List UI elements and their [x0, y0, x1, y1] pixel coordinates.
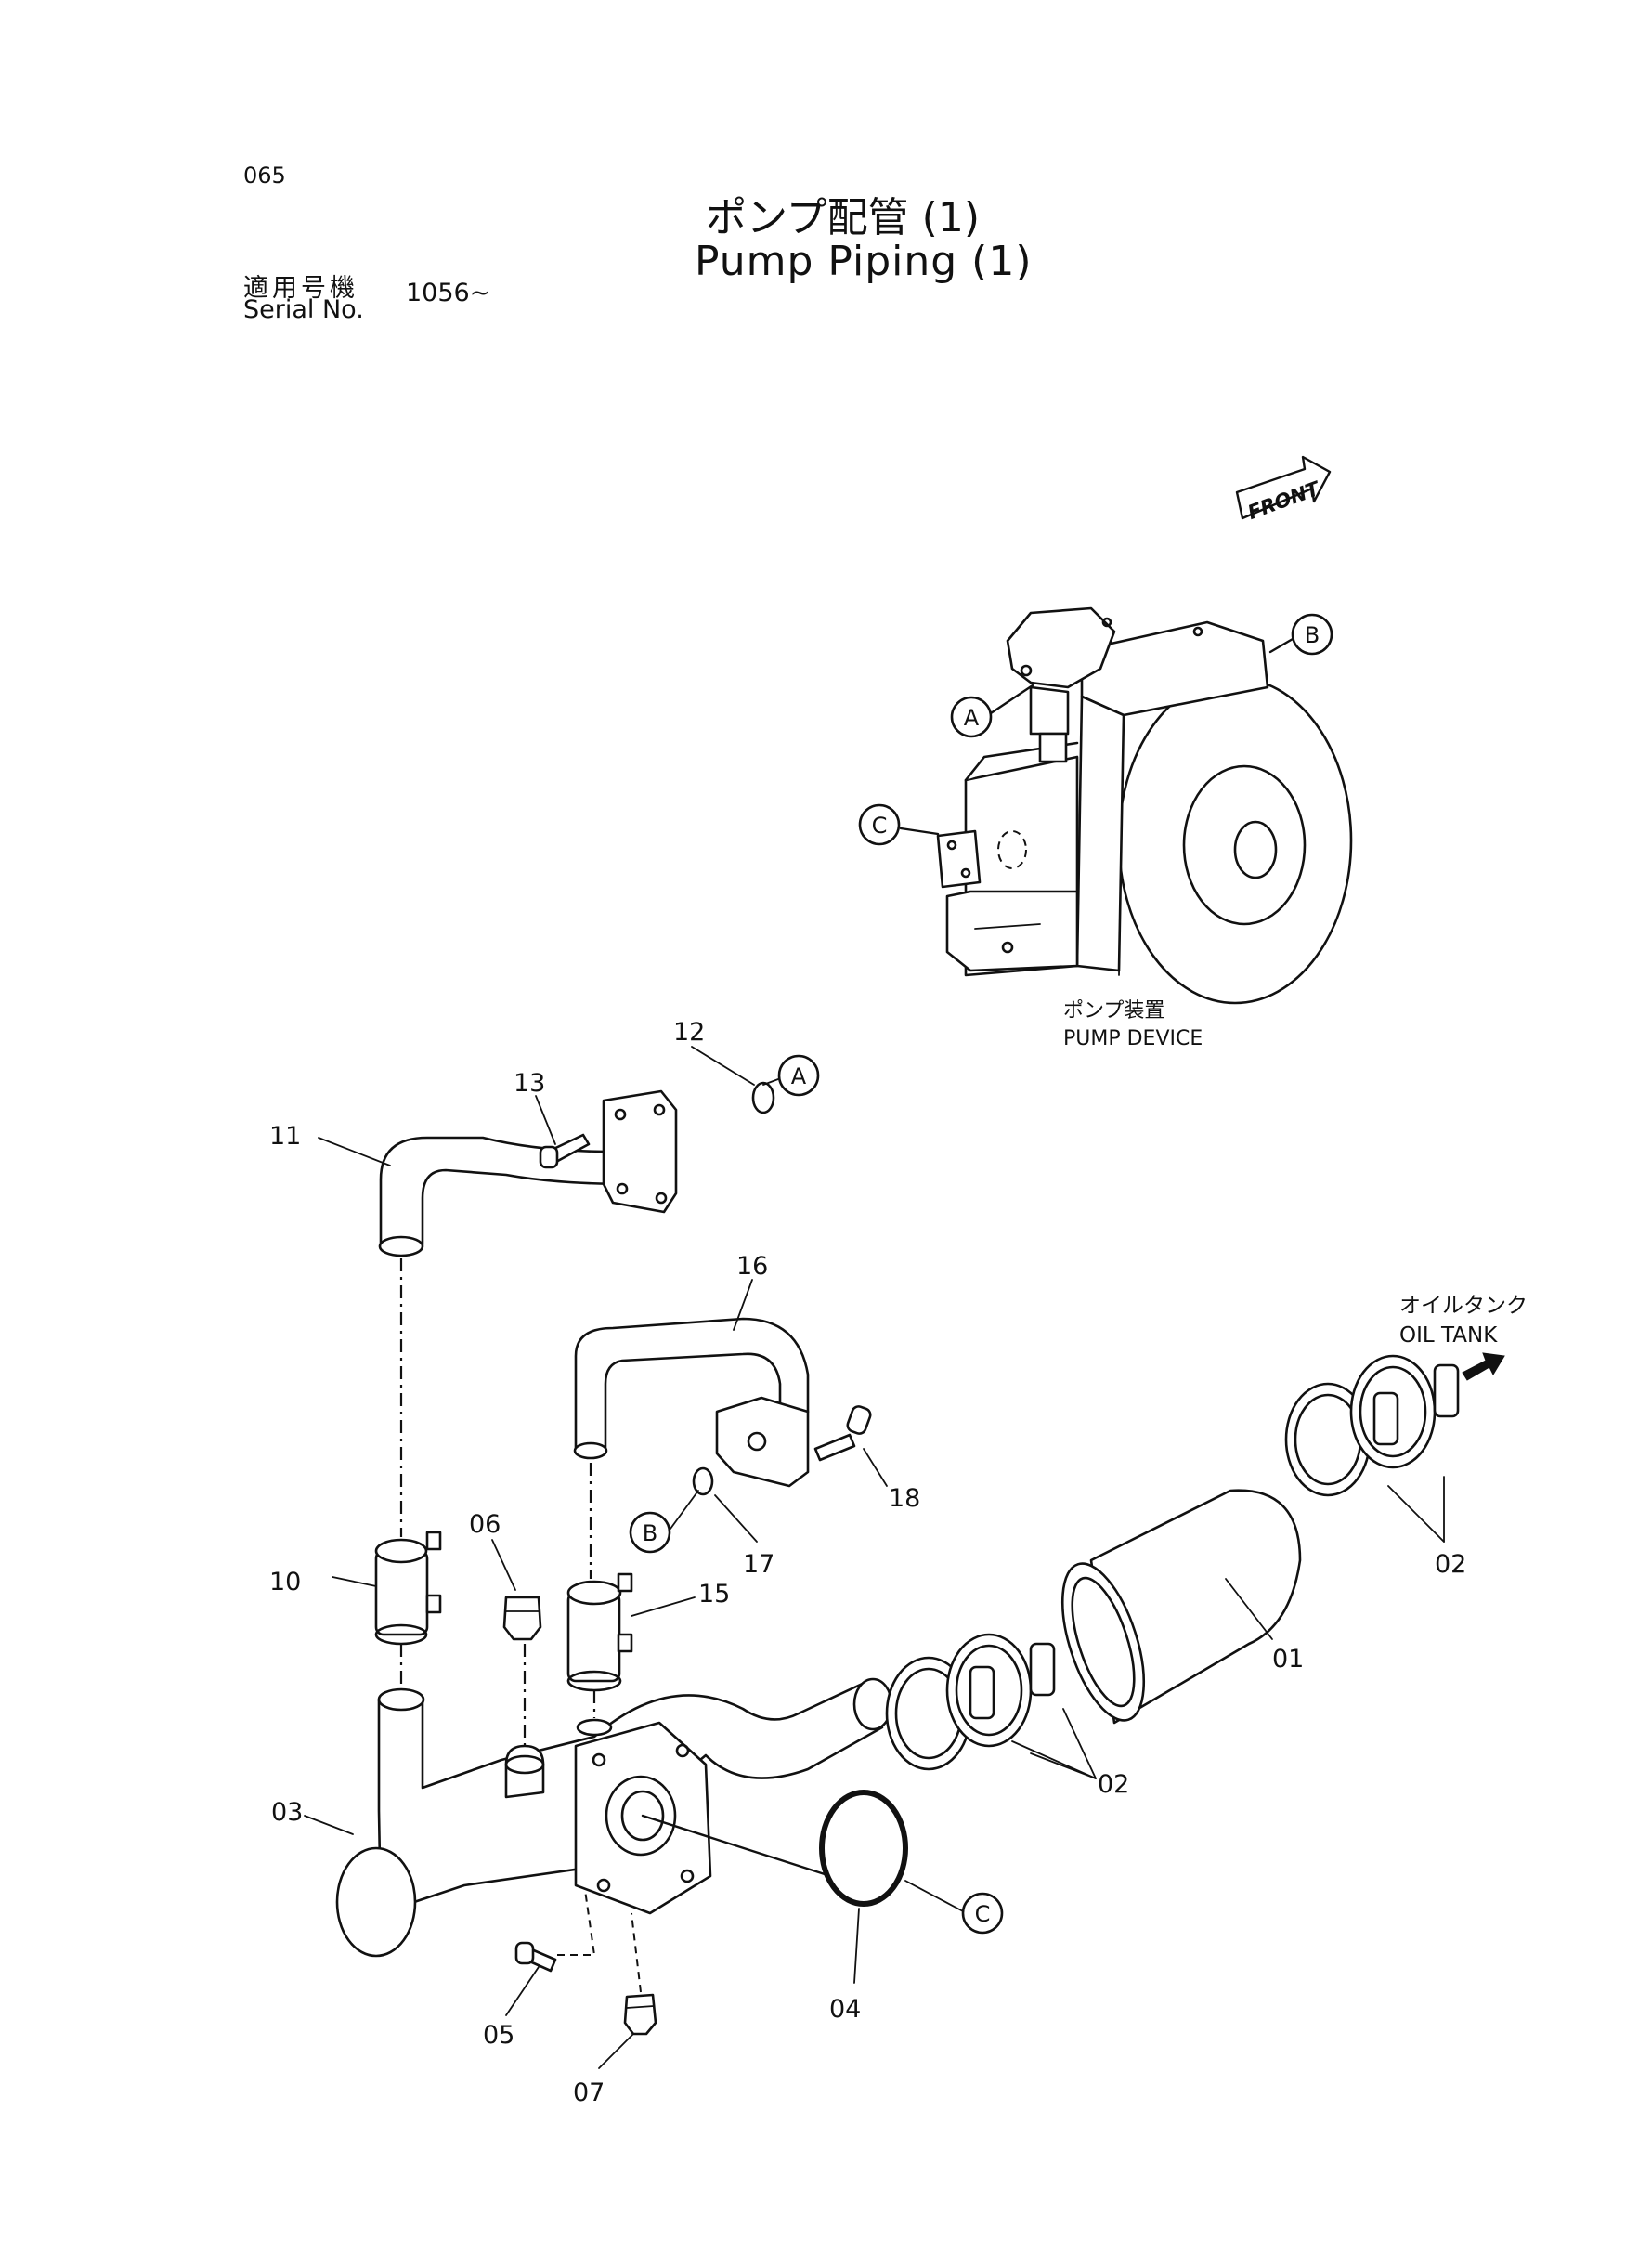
- part-07-plug: [623, 1993, 657, 2036]
- oil-tank-label-ja: オイルタンク: [1399, 1294, 1528, 1318]
- oil-tank-arrow-icon: [1462, 1352, 1505, 1381]
- part-01-hose: [1060, 1489, 1302, 1725]
- ref-a-pump: A: [950, 696, 993, 738]
- part-number-03: 03: [271, 1798, 303, 1827]
- part-number-01: 01: [1272, 1645, 1304, 1674]
- ref-b-pump: B: [1291, 613, 1333, 656]
- part-10-hose: [374, 1531, 442, 1646]
- part-number-11: 11: [269, 1122, 301, 1151]
- svg-text:B: B: [1305, 622, 1320, 648]
- part-16-pipe: [573, 1317, 810, 1488]
- svg-text:C: C: [975, 1901, 991, 1927]
- part-number-13: 13: [514, 1069, 545, 1098]
- part-number-16: 16: [736, 1252, 768, 1281]
- part-05-bolt: [514, 1941, 557, 1973]
- ref-a-lower: A: [777, 1054, 820, 1097]
- pump-device-label-en: PUMP DEVICE: [1063, 1027, 1203, 1050]
- ref-c-pump: C: [858, 803, 901, 846]
- svg-text:A: A: [791, 1063, 807, 1089]
- front-arrow-icon: FRONT: [1235, 455, 1332, 524]
- part-number-07: 07: [573, 2078, 605, 2107]
- part-15-hose: [566, 1572, 633, 1692]
- page-title-japanese: ポンプ配管 (1): [706, 194, 980, 241]
- part-06-plug: [502, 1596, 542, 1641]
- serial-value: 1056~: [406, 279, 491, 307]
- pump-device-label-ja: ポンプ装置: [1063, 999, 1164, 1023]
- part-03-pipe-body: [335, 1677, 893, 1958]
- front-label: FRONT: [1244, 476, 1323, 524]
- part-18-bolt: [813, 1405, 872, 1462]
- part-17-oring: [692, 1466, 714, 1496]
- part-number-17: 17: [743, 1550, 774, 1579]
- part-number-12: 12: [673, 1018, 705, 1047]
- page-number: 065: [243, 163, 286, 189]
- part-04-oring: [819, 1790, 908, 1907]
- part-12-oring: [751, 1081, 775, 1114]
- part-number-06: 06: [469, 1510, 501, 1539]
- part-number-02-upper: 02: [1435, 1550, 1466, 1579]
- part-number-15: 15: [698, 1580, 730, 1609]
- svg-text:B: B: [643, 1520, 657, 1546]
- svg-text:C: C: [872, 813, 888, 839]
- svg-text:A: A: [964, 705, 980, 731]
- part-number-05: 05: [483, 2021, 514, 2050]
- ref-b-lower: B: [629, 1511, 671, 1554]
- pump-device-drawing: [936, 606, 1353, 1005]
- part-02-clamps-lower: [885, 1633, 1056, 1771]
- part-02-clamps-upper: [1284, 1354, 1460, 1497]
- part-number-04: 04: [829, 1995, 861, 2024]
- part-11-pipe: [378, 1089, 678, 1257]
- serial-label-english: Serial No.: [243, 295, 364, 324]
- part-number-18: 18: [889, 1484, 920, 1513]
- part-13-bolt: [539, 1133, 591, 1169]
- part-number-10: 10: [269, 1568, 301, 1596]
- oil-tank-label-en: OIL TANK: [1399, 1323, 1498, 1348]
- part-number-02-lower: 02: [1098, 1770, 1129, 1799]
- page-title-english: Pump Piping (1): [695, 238, 1033, 285]
- ref-c-lower: C: [961, 1892, 1004, 1935]
- serial-label-japanese: 適用号機: [243, 274, 358, 303]
